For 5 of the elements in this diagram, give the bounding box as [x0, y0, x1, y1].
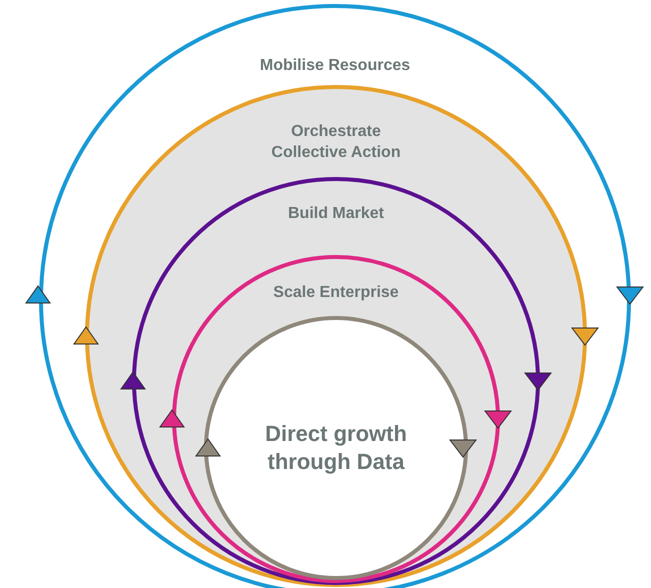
ring-label: Scale Enterprise — [272, 283, 400, 303]
ring-label: Direct growth through Data — [264, 420, 408, 476]
ring-label: Orchestrate Collective Action — [270, 122, 402, 163]
ring-label: Build Market — [286, 204, 385, 224]
ring-label: Mobilise Resources — [258, 56, 412, 76]
